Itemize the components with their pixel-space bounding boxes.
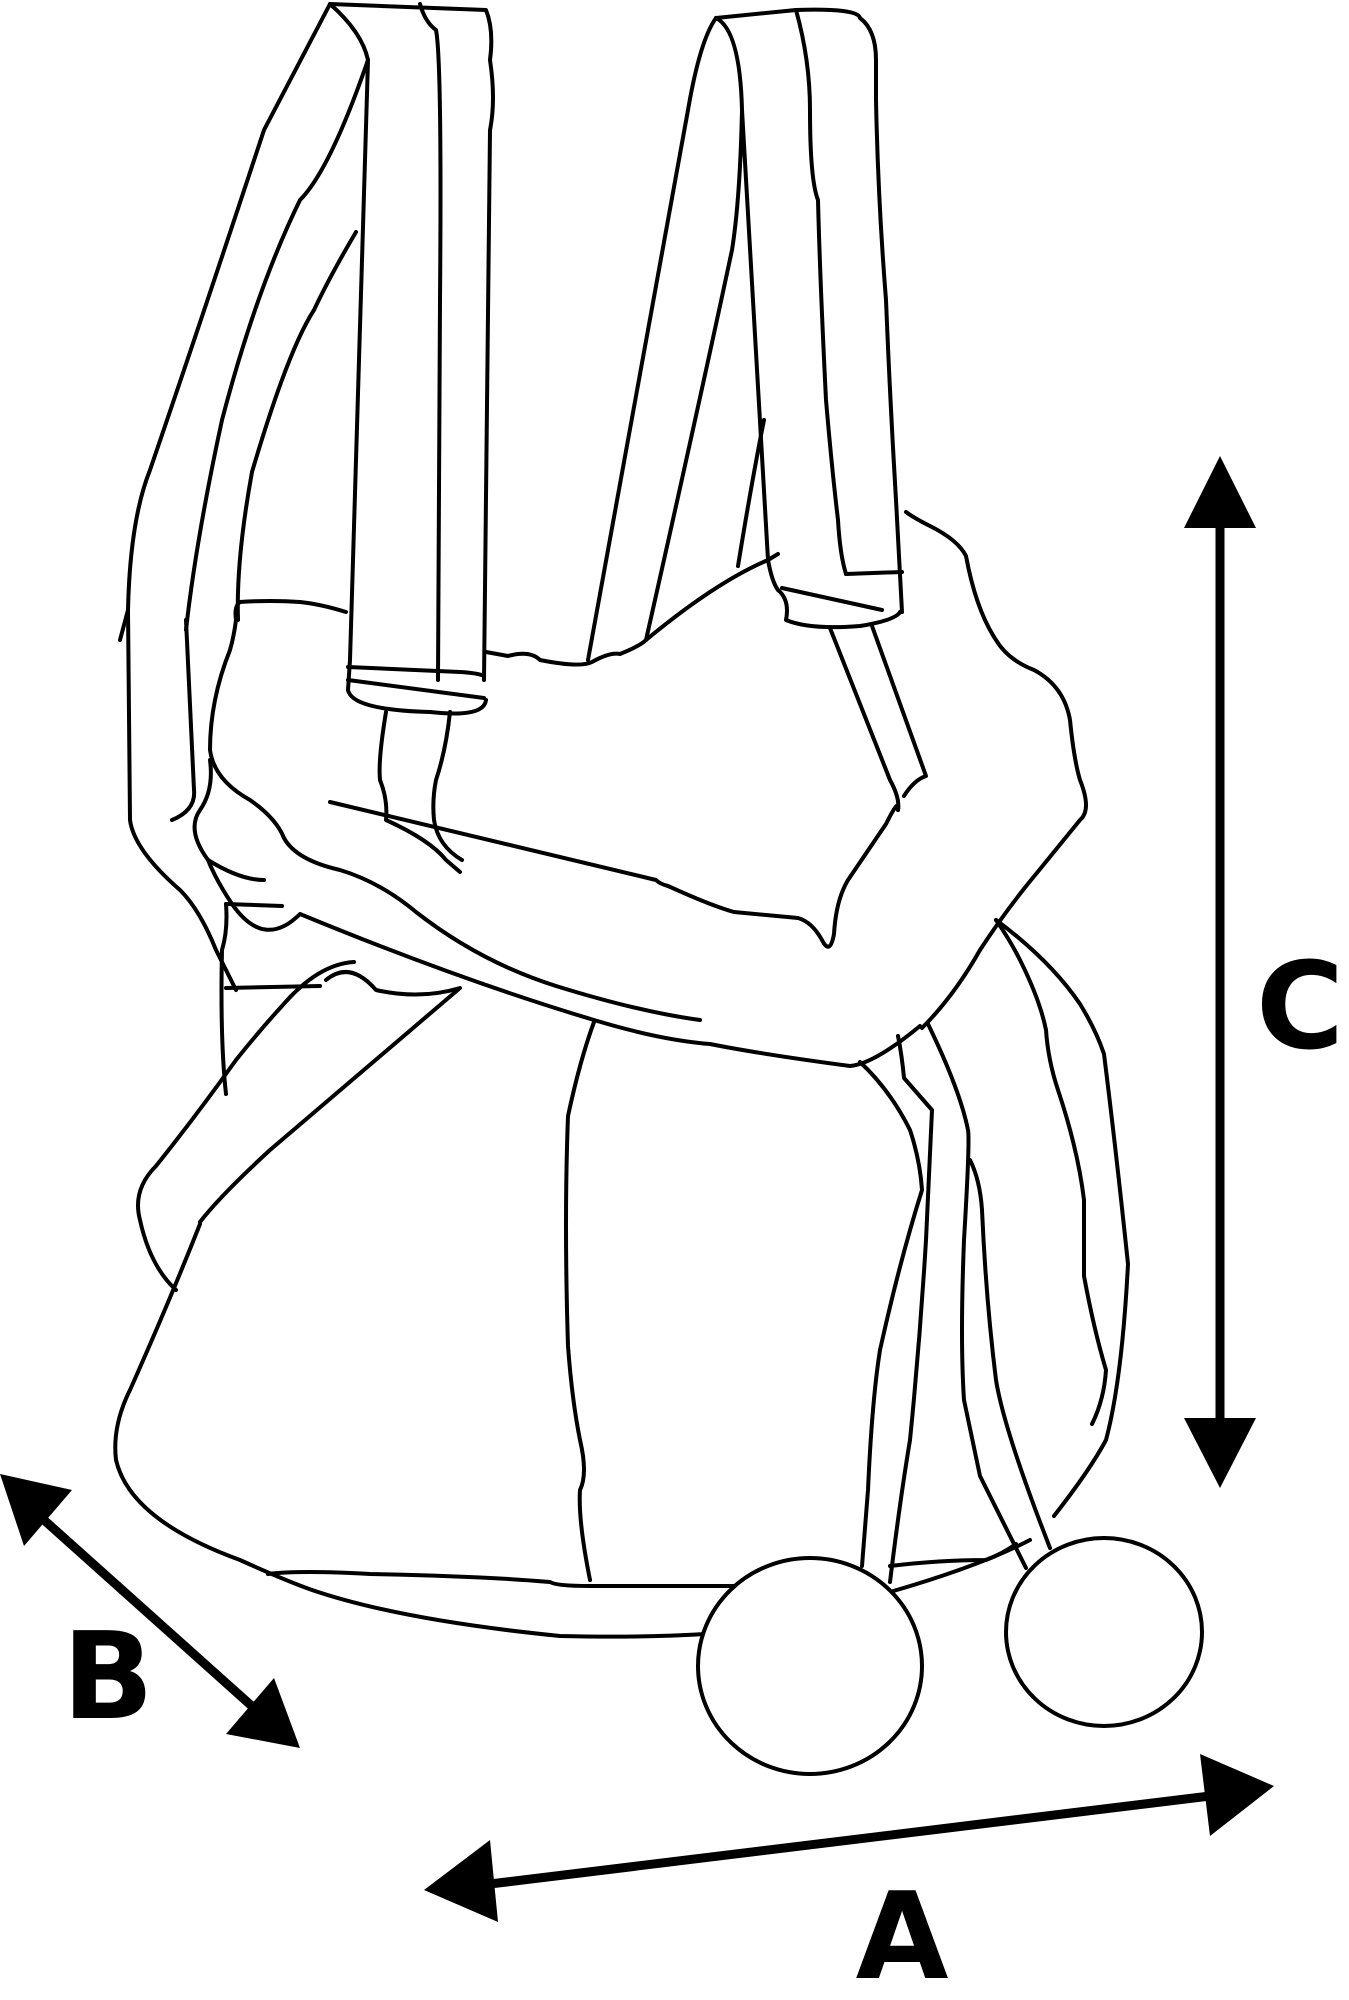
right-shoulder-strap	[586, 7, 928, 812]
left-shoulder-strap	[118, 2, 495, 874]
left-wheel	[696, 1556, 924, 1776]
right-wheel	[1004, 1536, 1204, 1728]
label-a: A	[856, 1868, 949, 2000]
carrier-wheels	[696, 1536, 1204, 1776]
carrier-top-panel	[170, 510, 1088, 1030]
dimension-arrow-c	[1184, 456, 1256, 1488]
dimension-arrow-b	[0, 1474, 300, 1748]
label-c: C	[1256, 938, 1344, 1077]
carrier-body	[113, 608, 1130, 1639]
label-b: B	[62, 1608, 153, 1747]
dimension-arrow-a	[424, 1754, 1274, 1922]
